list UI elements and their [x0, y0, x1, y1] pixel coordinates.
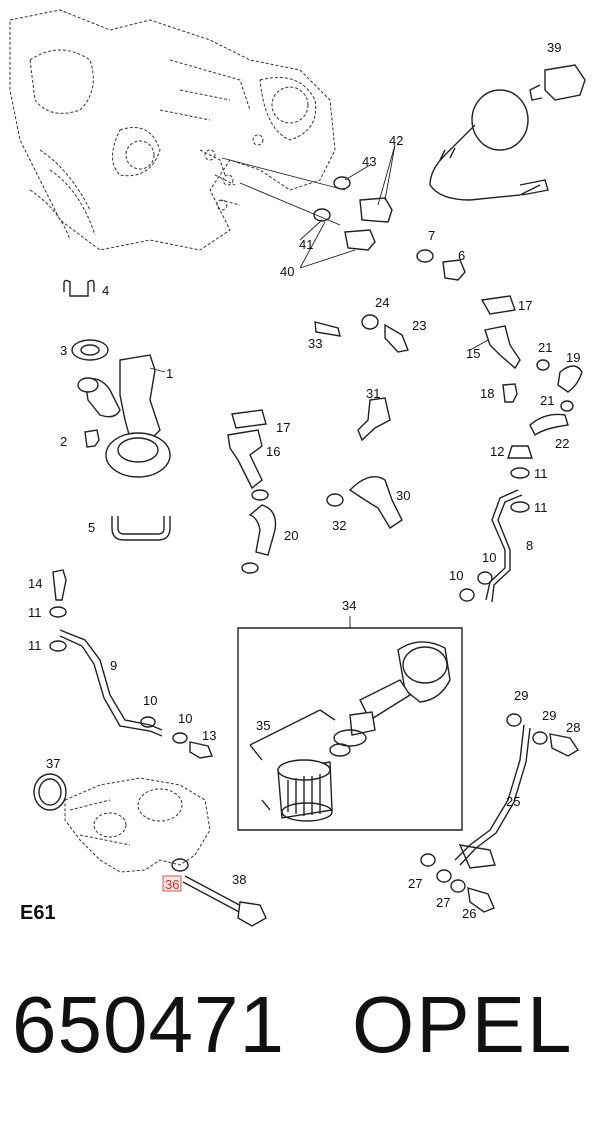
callout-7: 7 — [428, 228, 435, 243]
pipe-16-17-drawing — [227, 409, 267, 490]
callout-41: 41 — [299, 237, 313, 252]
bolt-14-drawing — [52, 569, 67, 601]
o-ring-36-drawing — [171, 858, 189, 872]
callout-11b: 11 — [534, 500, 548, 515]
callout-27a: 27 — [408, 876, 422, 891]
callout-35: 35 — [256, 718, 270, 733]
callout-31: 31 — [366, 386, 380, 401]
breather-pipe-15-17-drawing — [469, 295, 521, 370]
washer-10d-drawing — [172, 732, 188, 744]
engine-block-drawing — [9, 9, 346, 251]
callout-17a: 17 — [518, 298, 532, 313]
callout-21a: 21 — [538, 340, 552, 355]
callout-21b: 21 — [540, 393, 554, 408]
washer-10a-drawing — [477, 571, 493, 585]
bolt-23-drawing — [384, 323, 409, 353]
hose-20-drawing — [241, 489, 277, 574]
hose-19-21-drawing — [529, 359, 583, 437]
callout-30: 30 — [396, 488, 410, 503]
callout-18: 18 — [480, 386, 494, 401]
callout-4: 4 — [102, 283, 109, 298]
hose-30-drawing — [348, 476, 403, 529]
callout-11d: 11 — [28, 638, 42, 653]
callout-32: 32 — [332, 518, 346, 533]
seal-3-drawing — [71, 339, 109, 361]
callout-labels: 39 42 43 41 40 7 6 4 24 17 33 23 3 1 15 … — [28, 40, 580, 921]
parts-diagram: 39 42 43 41 40 7 6 4 24 17 33 23 3 1 15 … — [9, 9, 586, 927]
oil-pipe-9-drawing — [59, 629, 163, 737]
callout-17b: 17 — [276, 420, 290, 435]
oil-pipe-25-drawing — [420, 713, 579, 913]
callout-28: 28 — [566, 720, 580, 735]
bolt-13-drawing — [189, 741, 213, 759]
callout-13: 13 — [202, 728, 216, 743]
callout-22: 22 — [555, 436, 569, 451]
oil-pipe-8-drawing — [485, 489, 523, 603]
callout-15: 15 — [466, 346, 480, 361]
callout-16: 16 — [266, 444, 280, 459]
callout-10b: 10 — [449, 568, 463, 583]
callout-43: 43 — [362, 154, 376, 169]
callout-24: 24 — [375, 295, 389, 310]
callout-23: 23 — [412, 318, 426, 333]
washer-11c-drawing — [49, 606, 67, 618]
callout-3: 3 — [60, 343, 67, 358]
callout-29b: 29 — [542, 708, 556, 723]
callout-10a: 10 — [482, 550, 496, 565]
bolt-33-drawing — [314, 321, 341, 337]
callout-25: 25 — [506, 794, 520, 809]
callout-27b: 27 — [436, 895, 450, 910]
callout-11c: 11 — [28, 605, 42, 620]
callout-26: 26 — [462, 906, 476, 921]
oil-sender-assembly-drawing — [299, 144, 396, 269]
oil-pressure-sensor-drawing — [429, 64, 586, 201]
callout-36[interactable]: 36 — [165, 877, 179, 892]
bolt-18-drawing — [502, 383, 518, 403]
callout-9: 9 — [110, 658, 117, 673]
callout-5: 5 — [88, 520, 95, 535]
callout-11a: 11 — [534, 466, 548, 481]
oil-filter-assembly-34-drawing — [237, 616, 463, 831]
callout-39: 39 — [547, 40, 561, 55]
callout-6: 6 — [458, 248, 465, 263]
callout-36-highlight — [162, 875, 182, 892]
callout-40: 40 — [280, 264, 294, 279]
part-number: 650471 — [12, 980, 285, 1069]
callout-38: 38 — [232, 872, 246, 887]
brand-name: OPEL — [352, 980, 574, 1069]
washer-10c-drawing — [140, 716, 156, 728]
bracket-31-drawing — [357, 397, 391, 442]
pipe-5-drawing — [111, 516, 171, 541]
bolt-38-drawing — [182, 875, 267, 927]
seal-ring-37-drawing — [33, 773, 67, 811]
footer: 650471 OPEL — [0, 985, 600, 1095]
oil-cooler-housing-drawing — [64, 777, 211, 873]
cap-nut-12-drawing — [507, 445, 533, 459]
washer-bolt-7-6-drawing — [416, 249, 466, 281]
clamp-32-drawing — [326, 493, 344, 507]
callout-34: 34 — [342, 598, 356, 613]
washer-10b-drawing — [459, 588, 475, 602]
washer-11d-drawing — [49, 640, 67, 652]
callout-14: 14 — [28, 576, 42, 591]
figure-code: E61 — [20, 902, 56, 924]
callout-10c: 10 — [143, 693, 157, 708]
oil-pickup-1-drawing — [77, 354, 171, 478]
callout-37: 37 — [46, 756, 60, 771]
bolt-2-drawing — [84, 429, 100, 448]
callout-8: 8 — [526, 538, 533, 553]
callout-42: 42 — [389, 133, 403, 148]
callout-10d: 10 — [178, 711, 192, 726]
callout-29a: 29 — [514, 688, 528, 703]
washer-11b-drawing — [510, 501, 530, 513]
washer-24-drawing — [361, 314, 379, 330]
callout-20: 20 — [284, 528, 298, 543]
callout-1: 1 — [166, 366, 173, 381]
clip-4-drawing — [63, 279, 95, 297]
callout-33: 33 — [308, 336, 322, 351]
washer-11a-drawing — [510, 467, 530, 479]
callout-12: 12 — [490, 444, 504, 459]
callout-2: 2 — [60, 434, 67, 449]
callout-19: 19 — [566, 350, 580, 365]
